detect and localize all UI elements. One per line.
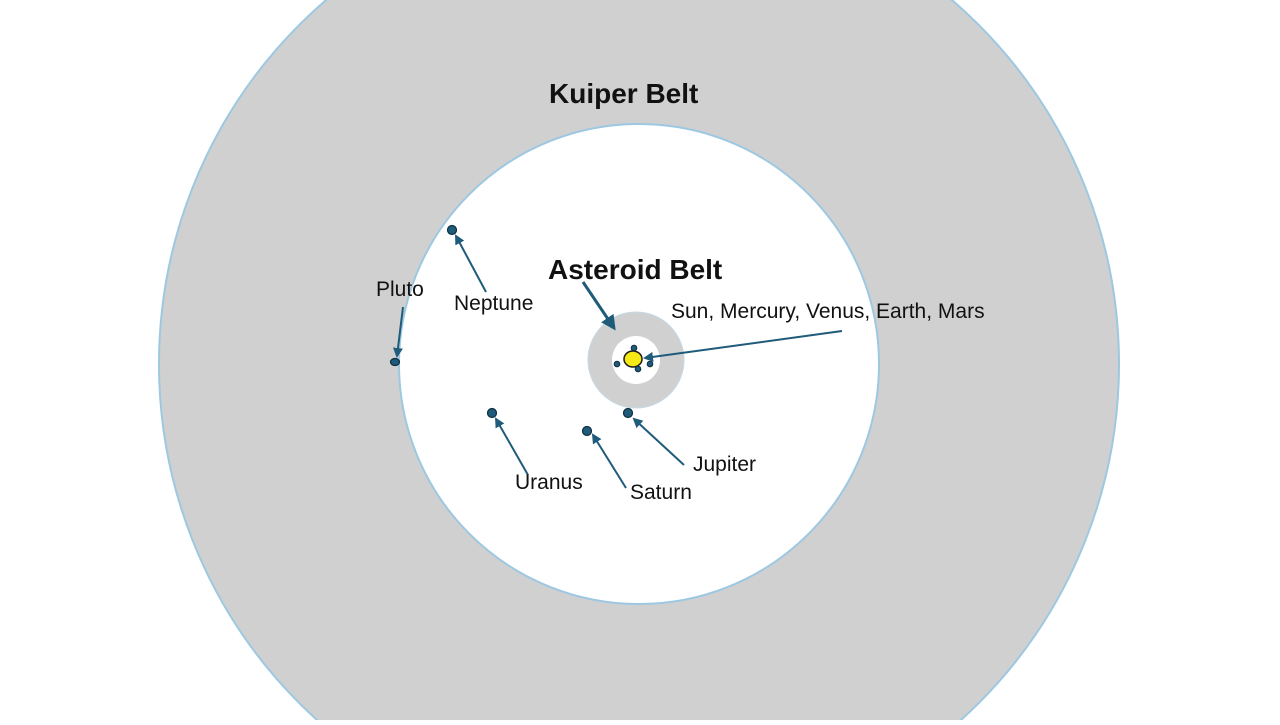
jupiter-icon <box>622 407 634 419</box>
inner-system-arrow <box>643 330 843 362</box>
kuiper-belt-label: Kuiper Belt <box>549 78 699 109</box>
saturn-arrow <box>591 433 627 489</box>
asteroid-belt-arrow <box>581 281 616 331</box>
pluto-label: Pluto <box>376 278 424 301</box>
uranus-icon <box>486 407 498 419</box>
neptune-icon <box>446 224 458 236</box>
neptune-label: Neptune <box>454 292 534 315</box>
jupiter-label: Jupiter <box>693 453 757 476</box>
asteroid-belt-label: Asteroid Belt <box>548 254 723 285</box>
pluto-arrow <box>393 306 404 358</box>
venus-icon <box>646 360 654 368</box>
uranus-label: Uranus <box>515 471 583 494</box>
earth-icon <box>634 365 642 373</box>
pluto-icon <box>389 357 401 367</box>
uranus-arrow <box>495 417 529 476</box>
mercury-icon <box>630 344 638 352</box>
saturn-label: Saturn <box>630 481 692 504</box>
mars-icon <box>613 360 621 368</box>
neptune-arrow <box>455 234 487 293</box>
sun-icon <box>623 350 643 368</box>
saturn-icon <box>581 425 593 437</box>
jupiter-arrow <box>632 417 685 466</box>
inner-system-label: Sun, Mercury, Venus, Earth, Mars <box>671 300 985 323</box>
